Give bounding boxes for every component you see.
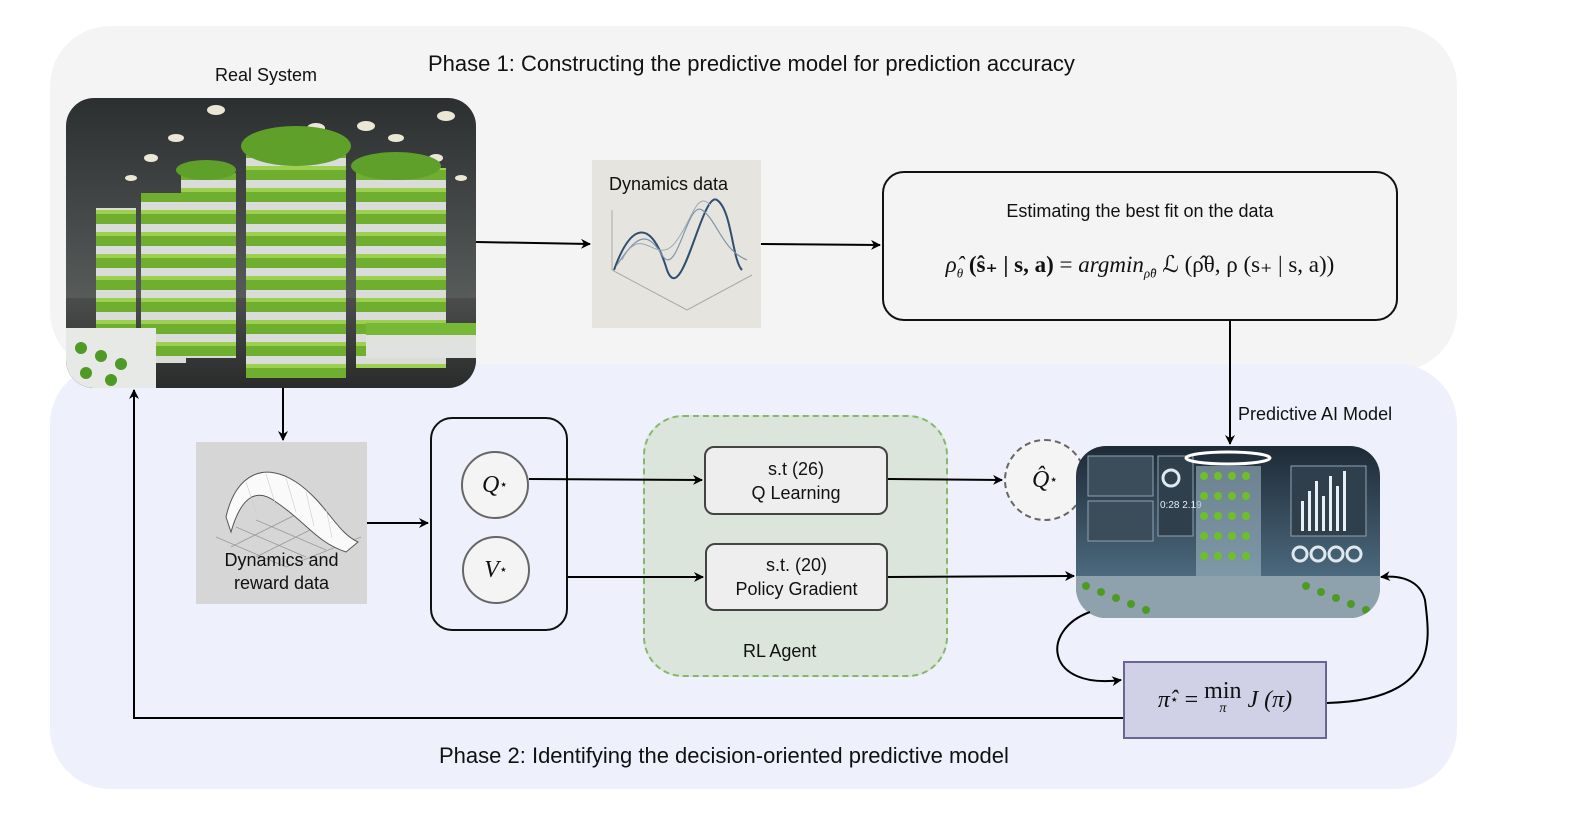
q-learning-box: s.t (26) Q Learning: [704, 446, 888, 515]
star-superscript: ⋆: [498, 562, 508, 578]
dynamics-data-label: Dynamics data: [609, 174, 729, 194]
min-label: min: [1204, 678, 1242, 704]
loss-symbol: ℒ: [1162, 252, 1179, 277]
policy-optimization-box: π̂⋆ = min π J (π): [1123, 661, 1327, 739]
best-fit-equation: ρ̂θ (ŝ₊ | s, a) = argminρ̂θ ℒ (ρ̂θ, ρ (s…: [884, 251, 1396, 282]
policy-gradient-label: Policy Gradient: [735, 579, 858, 599]
v-star-node: V⋆: [462, 536, 530, 604]
rl-agent-label: RL Agent: [743, 641, 817, 661]
dynamics-plot-illustration: [611, 198, 753, 311]
argmin-operator: argmin: [1078, 252, 1144, 277]
best-fit-title: Estimating the best fit on the data: [1006, 201, 1274, 221]
q-hat-star-node: Q̂⋆: [1004, 439, 1086, 521]
real-system-label: Real System: [215, 65, 318, 85]
policy-gradient-ref: s.t. (20): [765, 555, 827, 575]
predictive-model-label: Predictive AI Model: [1238, 404, 1393, 424]
argmin-subscript: ρ̂θ: [1143, 265, 1157, 281]
equals-sign: =: [1184, 686, 1199, 713]
q-learning-ref: s.t (26): [767, 458, 824, 479]
predictive-model-image: 0:28 2.19: [1076, 446, 1380, 618]
q-learning-label: Q Learning: [751, 482, 841, 503]
q-symbol: Q: [481, 471, 500, 498]
lhs-args: (ŝ₊ | s, a): [968, 252, 1054, 277]
dynamics-reward-label-line1: Dynamics and: [224, 550, 339, 570]
equals-sign: =: [1059, 252, 1073, 277]
min-subscript: π: [1219, 701, 1227, 716]
ai-farm-dashboard-illustration: 0:28 2.19: [1076, 446, 1380, 618]
phase2-title: Phase 2: Identifying the decision-orient…: [439, 743, 1009, 768]
real-system-image: [66, 98, 476, 388]
q-hat-symbol: Q̂: [1031, 466, 1050, 493]
best-fit-box: Estimating the best fit on the data ρ̂θ …: [882, 171, 1398, 321]
dynamics-reward-label: Dynamics and reward data: [196, 549, 367, 595]
dashboard-readout: 0:28 2.19: [1160, 500, 1202, 511]
theta-subscript: θ: [956, 265, 964, 281]
dynamics-reward-label-line2: reward data: [233, 573, 330, 593]
pi-hat-symbol: π̂: [1157, 686, 1170, 713]
phase1-title: Phase 1: Constructing the predictive mod…: [428, 51, 1075, 76]
dynamics-reward-image: Dynamics and reward data: [196, 442, 367, 604]
vertical-farm-illustration: [66, 98, 476, 388]
v-symbol: V: [484, 556, 499, 583]
policy-gradient-box: s.t. (20) Policy Gradient: [705, 543, 888, 611]
star-superscript: ⋆: [1049, 472, 1059, 488]
dynamics-data-image: Dynamics data: [592, 160, 761, 328]
rhs-args: (ρ̂θ, ρ (s₊ | s, a)): [1184, 252, 1335, 277]
star-superscript: ⋆: [1169, 692, 1179, 708]
min-operator: min π: [1204, 678, 1242, 718]
q-star-node: Q⋆: [461, 451, 529, 519]
star-superscript: ⋆: [499, 477, 509, 493]
rho-hat-symbol: ρ̂: [945, 252, 957, 277]
objective-j: J (π): [1247, 686, 1293, 713]
